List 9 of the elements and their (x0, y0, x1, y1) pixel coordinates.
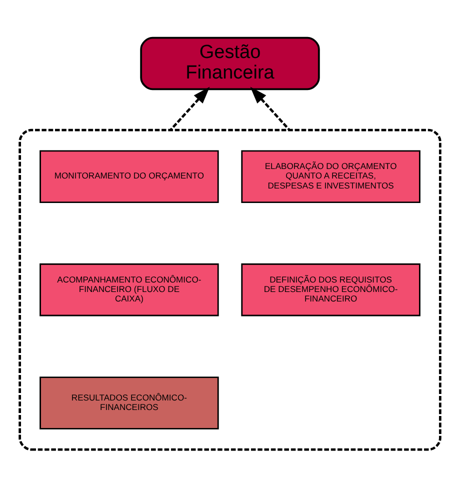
arrow (170, 86, 210, 130)
node-box: Gestão Financeira (140, 36, 320, 90)
node-box: ACOMPANHAMENTO ECONÔMICO-FINANCEIRO (FLUXO DE CAIXA) (40, 262, 219, 316)
arrow (250, 86, 290, 130)
cluster (18, 128, 442, 450)
node-box: MONITORAMENTO DO ORÇAMENTO (40, 150, 219, 203)
node-box: ELABORAÇÃO DO ORÇAMENTO QUANTO A RECEITAS, DESPESAS E INVESTIMENTOS (241, 150, 420, 203)
node-box: RESULTADOS ECONÔMICO-FINANCEIROS (40, 376, 219, 429)
node-box: DEFINIÇÃO DOS REQUISITOS DE DESEMPENHO ECONÔMICO-FINANCEIRO (241, 262, 420, 316)
